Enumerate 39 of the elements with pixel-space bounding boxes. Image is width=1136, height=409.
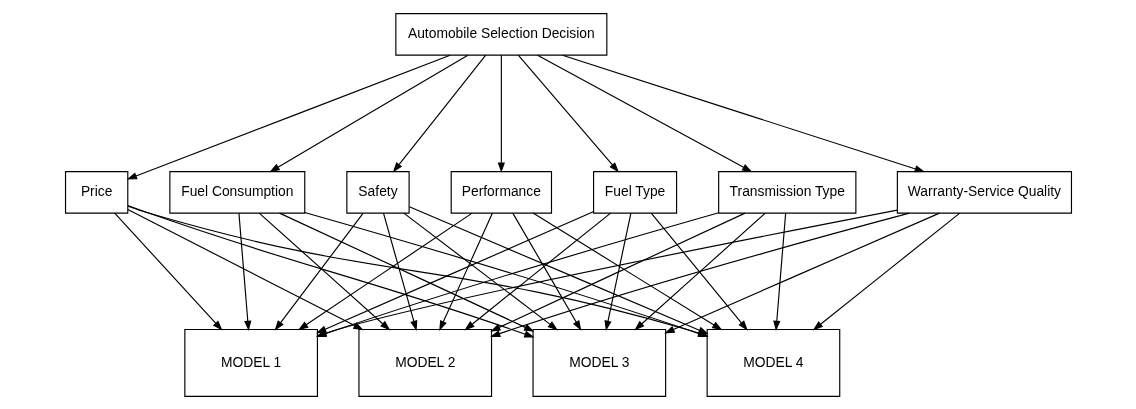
arrow [237,212,251,331]
node-box: MODEL 3 [531,328,666,397]
arrow [258,212,390,330]
arrow [392,54,486,172]
arrow [633,212,766,330]
arrow [812,212,960,330]
arrow [561,54,925,172]
node-box: Fuel Type [592,170,677,214]
node-box: Warranty-Service Quality [896,170,1072,214]
arrow [463,212,611,330]
arrow [650,212,748,331]
arrow [438,212,493,331]
arrow [497,54,505,173]
arrow [126,204,535,338]
arrow [536,54,752,172]
node-box: Automobile Selection Decision [394,12,607,56]
node-box: Fuel Consumption [168,170,305,214]
arrow [511,212,581,331]
arrow [113,212,223,331]
arrow [517,54,619,172]
node-box: Transmission Type [717,170,856,214]
arrow [603,212,631,331]
arrow [663,212,940,333]
node-box: MODEL 4 [706,328,840,397]
arrow [268,54,468,172]
arrow [126,208,364,330]
node-box: MODEL 2 [357,328,492,397]
node-box: Safety [345,170,410,214]
node-box: Performance [450,170,552,214]
arrow [408,205,709,334]
arrow [126,54,451,180]
arrow [772,212,786,331]
node-box: Price [64,170,128,214]
arrow [489,212,746,332]
arrow [532,212,722,330]
arrow [402,212,558,330]
arrow [297,212,473,330]
node-box: MODEL 1 [183,328,318,397]
arrow [382,212,417,331]
